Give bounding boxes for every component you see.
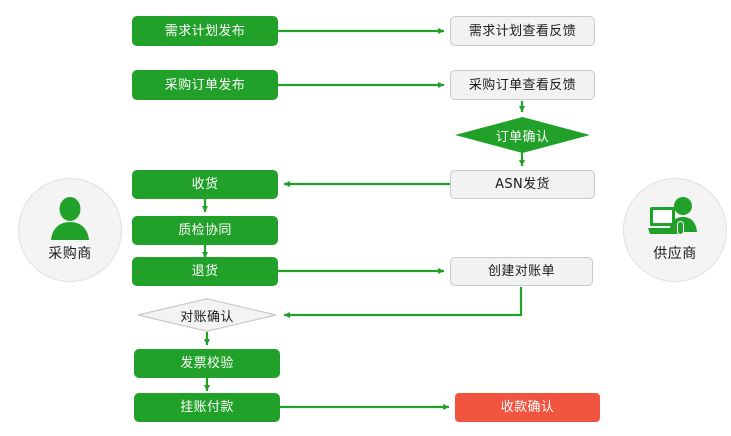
node-payment-posting[interactable]: 挂账付款 xyxy=(134,393,280,422)
node-receiving[interactable]: 收货 xyxy=(132,170,278,199)
node-purchase-order-feedback[interactable]: 采购订单查看反馈 xyxy=(450,70,595,100)
node-demand-plan-feedback[interactable]: 需求计划查看反馈 xyxy=(450,16,595,46)
actor-buyer[interactable]: 采购商 xyxy=(18,178,122,282)
edge-n10-n11 xyxy=(283,287,523,319)
node-demand-plan-publish[interactable]: 需求计划发布 xyxy=(132,16,278,46)
node-purchase-order-publish[interactable]: 采购订单发布 xyxy=(132,70,278,100)
node-create-statement[interactable]: 创建对账单 xyxy=(450,257,593,286)
node-order-confirm-label: 订单确认 xyxy=(495,129,550,145)
person-at-computer-icon xyxy=(647,197,703,241)
node-order-confirm[interactable]: 订单确认 xyxy=(455,117,590,153)
node-invoice-verification[interactable]: 发票校验 xyxy=(134,349,280,378)
person-icon xyxy=(47,197,93,241)
actor-supplier[interactable]: 供应商 xyxy=(623,178,727,282)
node-asn-shipment[interactable]: ASN发货 xyxy=(450,170,595,199)
node-statement-confirm[interactable]: 对账确认 xyxy=(137,298,277,332)
node-receipt-confirm[interactable]: 收款确认 xyxy=(455,393,600,422)
actor-buyer-label: 采购商 xyxy=(48,246,92,262)
actor-supplier-label: 供应商 xyxy=(653,246,697,262)
node-return-goods[interactable]: 退货 xyxy=(132,257,278,286)
node-statement-confirm-label: 对账确认 xyxy=(180,309,234,325)
node-quality-inspection[interactable]: 质检协同 xyxy=(132,216,278,245)
